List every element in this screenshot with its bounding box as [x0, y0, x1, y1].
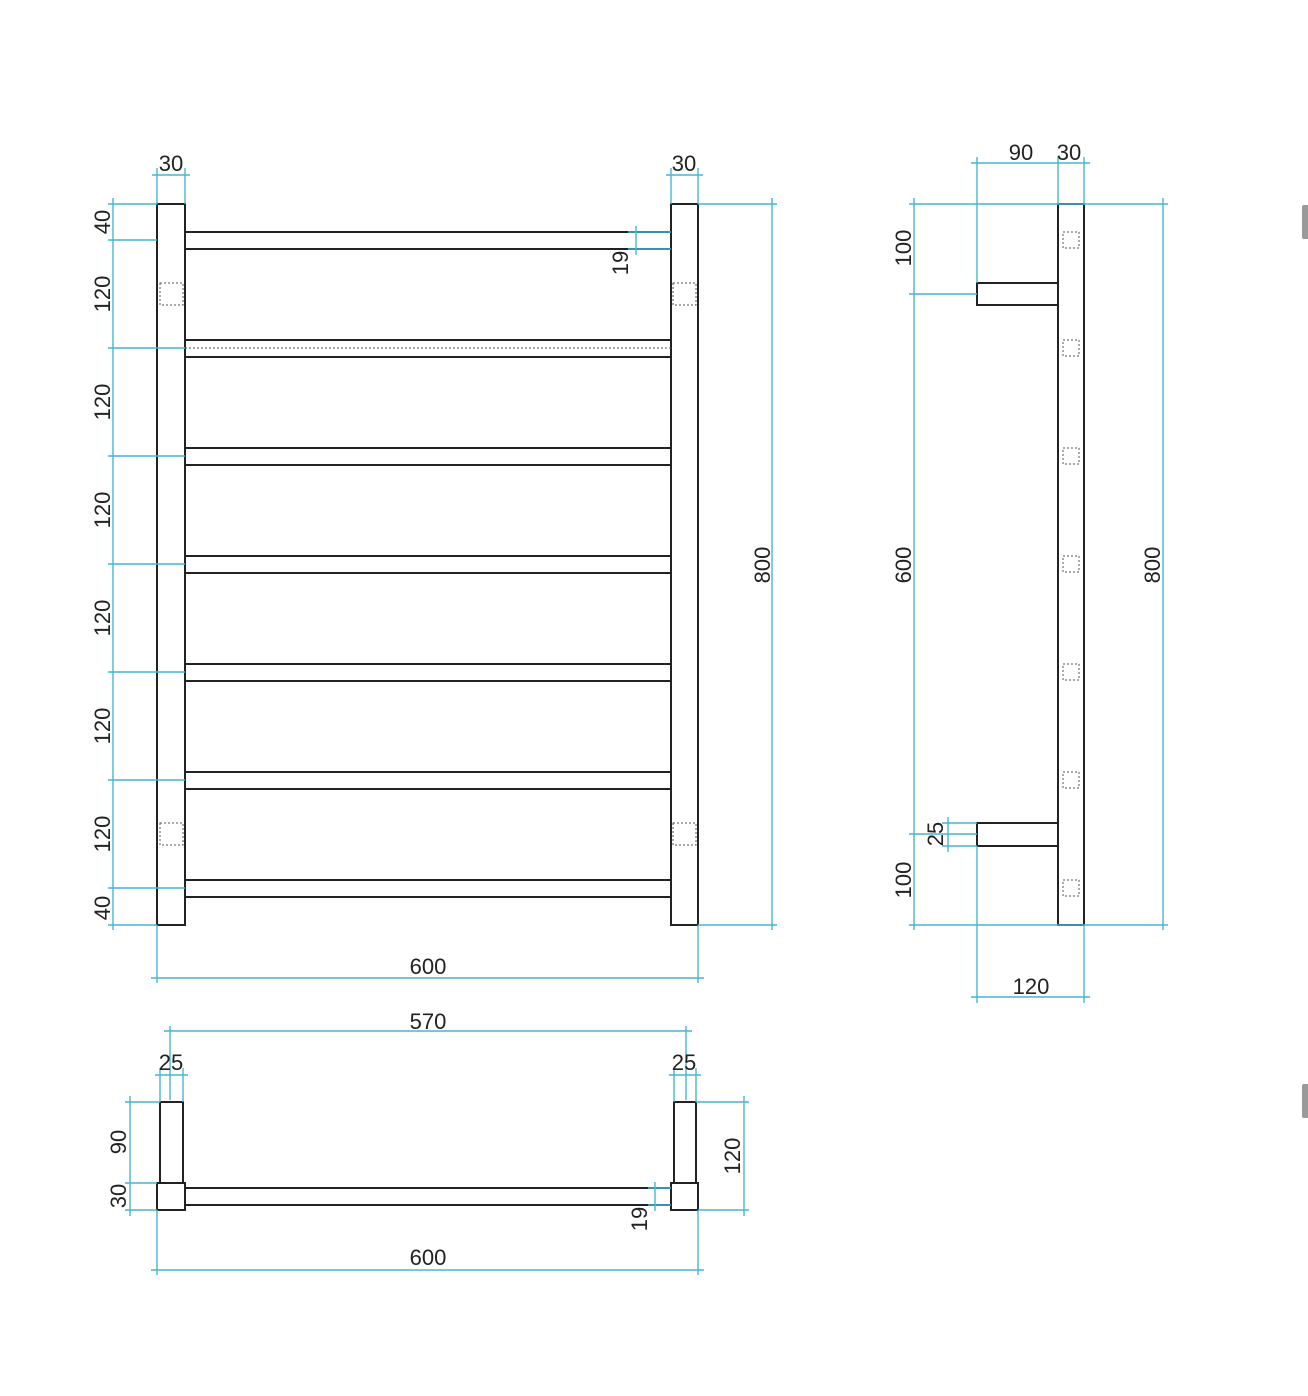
- dim-overall-depth: 120: [720, 1138, 745, 1175]
- dim-post-depth: 30: [106, 1184, 131, 1208]
- valve-icon: [1062, 771, 1080, 789]
- dim-overall-width: 600: [410, 1245, 447, 1270]
- front-view: 30 30 40 120 120 120 120 120 120 40 19 8…: [90, 151, 777, 983]
- dim-overall-height: 800: [750, 547, 775, 584]
- side-view: 90 30 100 600 100 25 800 120: [891, 140, 1168, 1003]
- valve-icon: [159, 282, 184, 306]
- rail: [184, 879, 672, 898]
- dim-overall-width: 600: [410, 954, 447, 979]
- valve-icon: [1062, 663, 1080, 681]
- dim-right-post-width: 30: [672, 151, 696, 176]
- valve-icon: [1062, 231, 1080, 249]
- dim-spacing: 120: [90, 492, 115, 529]
- valve-icon: [1062, 339, 1080, 357]
- dim-overall-depth: 120: [1013, 974, 1050, 999]
- side-dimension-lines: [909, 157, 1168, 1003]
- side-scroll-tab[interactable]: [1302, 205, 1308, 239]
- side-scroll-tab[interactable]: [1302, 1084, 1308, 1118]
- dim-standoff-depth: 90: [1009, 140, 1033, 165]
- valve-icons: [159, 282, 697, 846]
- top-standoff: [976, 282, 1059, 306]
- left-post-section: [156, 1182, 186, 1211]
- valve-icon: [672, 822, 697, 846]
- valve-icon: [1062, 879, 1080, 897]
- valve-icon: [672, 282, 697, 306]
- left-standoff: [159, 1101, 184, 1184]
- top-view: 570 25 25 90 30 120 19 600: [106, 1009, 749, 1275]
- valve-icon: [1062, 555, 1080, 573]
- rail: [184, 663, 672, 682]
- valve-icon: [159, 822, 184, 846]
- rail: [184, 231, 672, 250]
- dim-top-offset: 100: [891, 230, 916, 267]
- dim-spacing: 120: [90, 816, 115, 853]
- dim-top-offset: 40: [90, 210, 115, 234]
- side-post: [1057, 203, 1085, 926]
- rail: [184, 1187, 672, 1206]
- dim-standoff-depth: 90: [106, 1130, 131, 1154]
- rail: [184, 555, 672, 574]
- right-post: [670, 203, 699, 926]
- rails: [184, 231, 672, 898]
- dim-spacing: 120: [90, 384, 115, 421]
- rail: [184, 447, 672, 466]
- dim-spacing: 120: [90, 708, 115, 745]
- dim-right-standoff-width: 25: [672, 1050, 696, 1075]
- top-dimension-lines: [125, 1026, 749, 1275]
- dim-center-spacing: 600: [891, 547, 916, 584]
- dim-post-depth: 30: [1057, 140, 1081, 165]
- dim-spacing: 120: [90, 276, 115, 313]
- bottom-standoff: [976, 822, 1059, 847]
- dim-overall-height: 800: [1140, 547, 1165, 584]
- valve-icon: [1062, 447, 1080, 465]
- dim-standoff-thickness: 25: [923, 822, 948, 846]
- dim-rail-thickness: 19: [627, 1207, 652, 1231]
- dim-bottom-offset: 100: [891, 862, 916, 899]
- right-post-section: [670, 1182, 699, 1211]
- dim-spacing: 120: [90, 600, 115, 637]
- valve-icons: [1062, 231, 1080, 897]
- dim-left-post-width: 30: [159, 151, 183, 176]
- front-dimension-lines: [108, 168, 777, 983]
- dim-bottom-offset: 40: [90, 896, 115, 920]
- dim-left-standoff-width: 25: [159, 1050, 183, 1075]
- right-standoff: [673, 1101, 697, 1184]
- dim-rail-length: 570: [410, 1009, 447, 1034]
- rail: [184, 771, 672, 790]
- dim-rail-thickness: 19: [608, 251, 633, 275]
